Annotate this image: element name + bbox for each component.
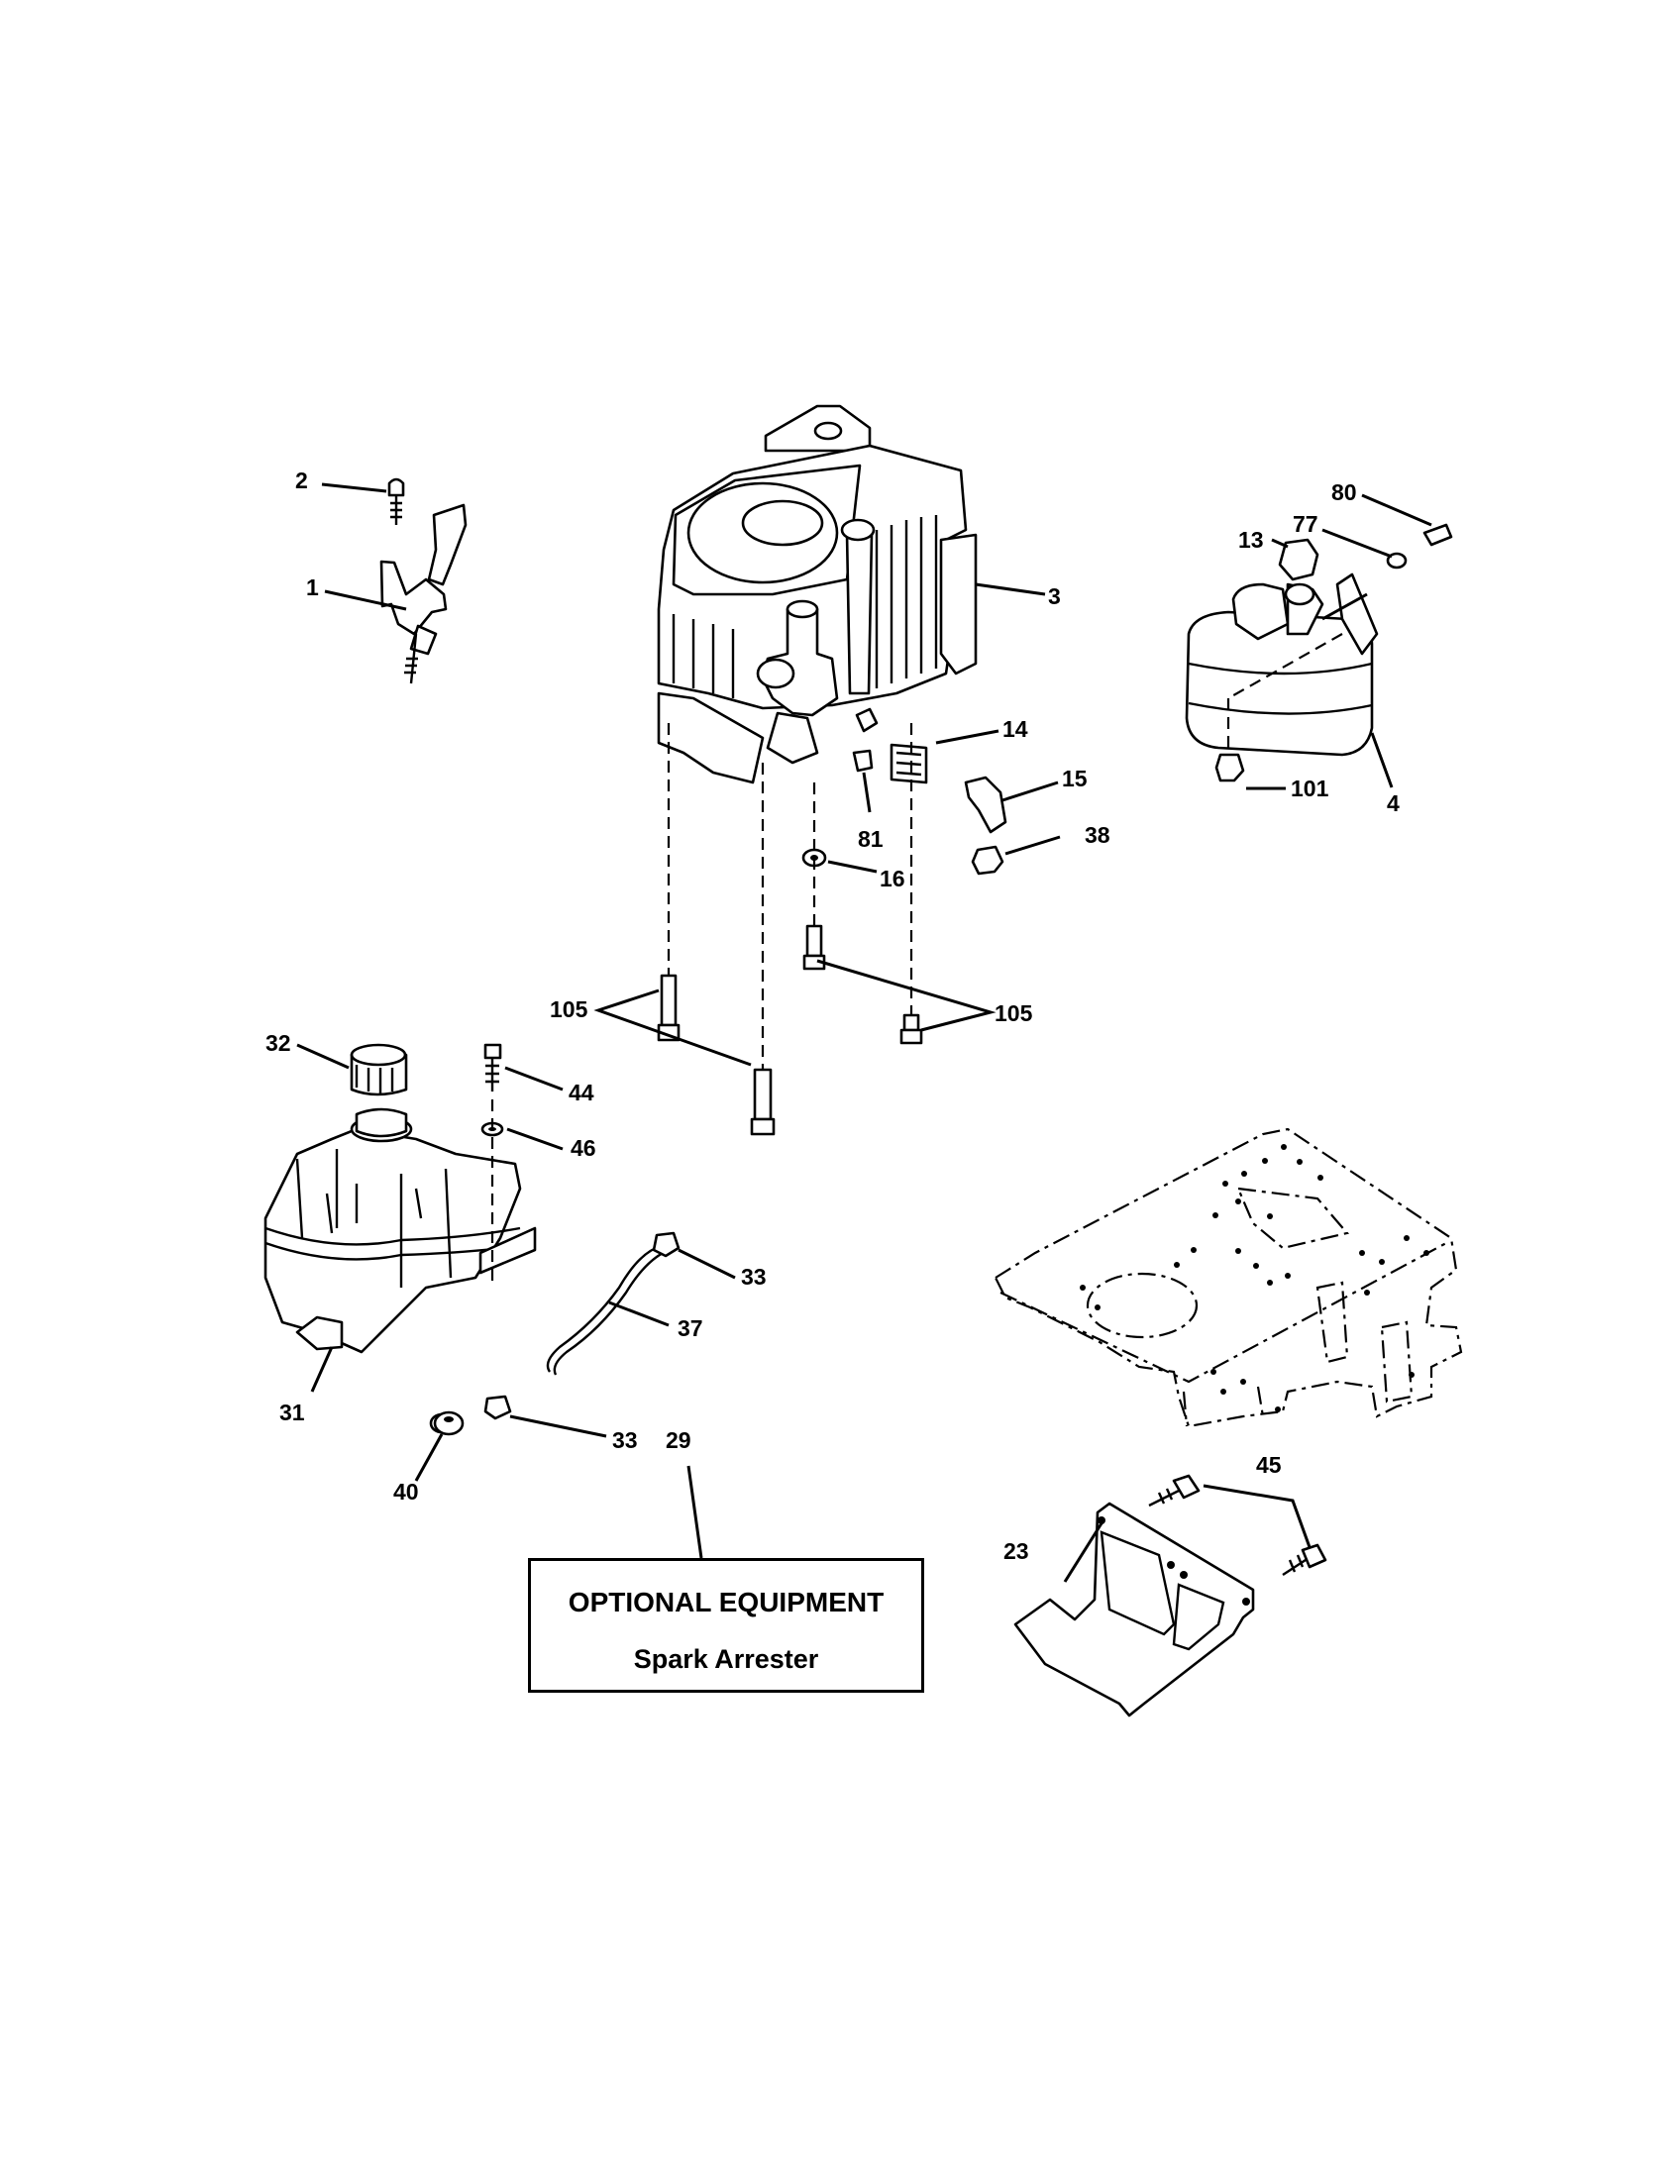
chassis-holes <box>1080 1144 1429 1412</box>
optional-equipment-box: OPTIONAL EQUIPMENT Spark Arrester <box>528 1558 924 1693</box>
muffler <box>1185 572 1379 757</box>
fuel-tank <box>263 1043 537 1354</box>
bolt-80 <box>1422 523 1453 547</box>
nut-101 <box>1214 753 1245 782</box>
fuel-line-fittings <box>801 743 1007 876</box>
part-label-3: 3 <box>1048 583 1061 609</box>
part-label-13: 13 <box>1238 527 1264 553</box>
part-label-32: 32 <box>265 1030 291 1056</box>
part-label-105-left: 105 <box>550 996 588 1022</box>
part-label-14: 14 <box>1002 716 1028 742</box>
part-label-1: 1 <box>306 574 319 600</box>
part-label-16: 16 <box>880 866 905 891</box>
part-label-45: 45 <box>1256 1452 1282 1478</box>
part-label-46: 46 <box>571 1135 596 1161</box>
skid-plate <box>1013 1474 1327 1717</box>
part-label-105-right: 105 <box>995 1000 1033 1026</box>
part-label-23: 23 <box>1003 1538 1029 1564</box>
chassis-outline <box>994 1127 1463 1428</box>
grommet-40 <box>433 1410 465 1436</box>
part-label-101: 101 <box>1291 776 1329 801</box>
part-label-31: 31 <box>279 1400 305 1425</box>
spark-arrester-label: Spark Arrester <box>633 1644 819 1674</box>
throttle-bracket <box>379 477 468 684</box>
part-label-2: 2 <box>295 468 308 493</box>
part-label-33-bottom: 33 <box>612 1427 638 1453</box>
optional-equipment-title: OPTIONAL EQUIPMENT <box>568 1587 885 1617</box>
part-label-33-top: 33 <box>741 1264 767 1290</box>
part-label-44: 44 <box>569 1080 594 1105</box>
part-label-15: 15 <box>1062 766 1088 791</box>
part-label-80: 80 <box>1331 479 1357 505</box>
part-label-77: 77 <box>1293 511 1318 537</box>
part-label-29: 29 <box>666 1427 691 1453</box>
engine-bolts <box>657 924 923 1136</box>
part-label-38: 38 <box>1085 822 1110 848</box>
mounting-lines <box>667 723 913 1070</box>
gasket-13 <box>1278 538 1319 581</box>
part-label-37: 37 <box>678 1315 703 1341</box>
part-label-40: 40 <box>393 1479 419 1505</box>
washer-77 <box>1386 552 1408 570</box>
part-label-4: 4 <box>1387 790 1400 816</box>
engine <box>657 404 978 784</box>
part-label-81: 81 <box>858 826 884 852</box>
